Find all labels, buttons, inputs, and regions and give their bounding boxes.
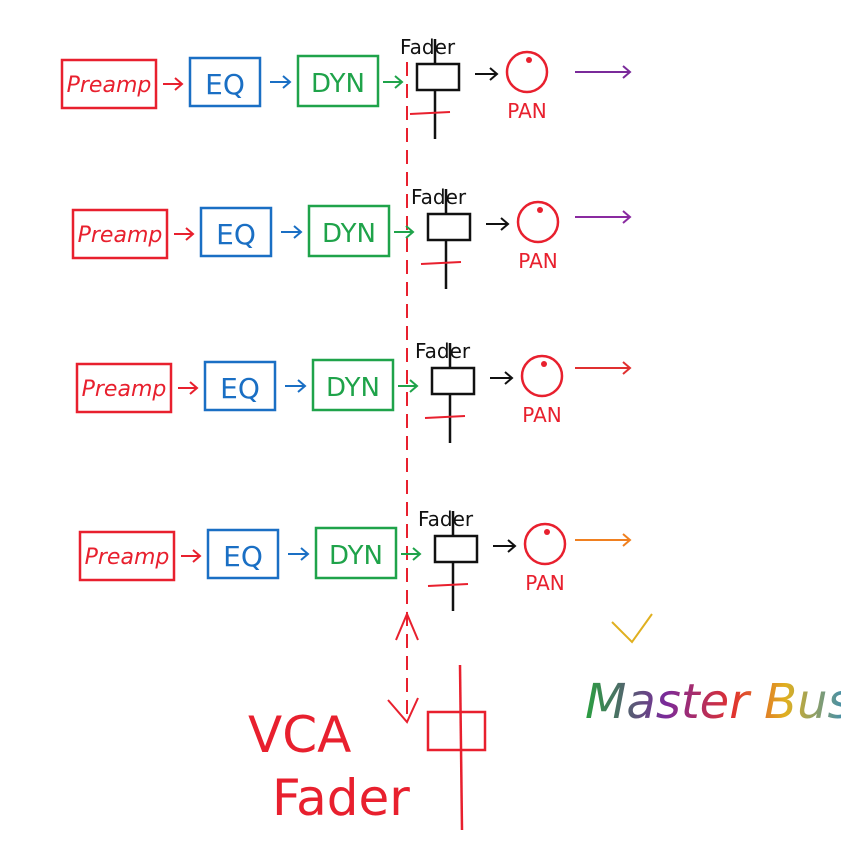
- preamp-block[interactable]: [75, 362, 173, 414]
- arrow-eq-to-dyn-head: [300, 547, 310, 561]
- arrow-to-master-bus-head: [622, 210, 632, 224]
- preamp-block[interactable]: [71, 208, 169, 260]
- dyn-block[interactable]: [311, 358, 395, 412]
- arrow-to-master-bus-head: [622, 65, 632, 79]
- master-bus-arrowhead: [611, 613, 653, 644]
- fader-unity-mark: [427, 583, 469, 587]
- preamp-block[interactable]: [60, 58, 158, 110]
- arrow-preamp-to-eq-head: [174, 77, 184, 91]
- vca-fader-cap[interactable]: [426, 710, 487, 752]
- arrow-fader-to-pan-head: [489, 67, 499, 81]
- pan-knob[interactable]: [516, 200, 560, 244]
- arrow-eq-to-dyn-head: [297, 379, 307, 393]
- preamp-label: Preamp: [85, 545, 170, 570]
- fader-unity-mark: [409, 111, 451, 115]
- pan-knob-indicator: [537, 207, 543, 213]
- eq-block[interactable]: [203, 360, 277, 412]
- pan-label: PAN: [507, 99, 546, 123]
- preamp-label: Preamp: [78, 223, 163, 248]
- preamp-label: Preamp: [67, 73, 152, 98]
- pan-label: PAN: [525, 571, 564, 595]
- arrow-dyn-to-fader-head: [394, 75, 404, 89]
- vca-label-line2: Fader: [272, 769, 410, 827]
- pan-knob-indicator: [526, 57, 532, 63]
- fader-unity-mark: [420, 261, 462, 265]
- pan-knob-indicator: [541, 361, 547, 367]
- fader-label: Fader: [415, 339, 471, 363]
- dyn-block[interactable]: [314, 526, 398, 580]
- pan-knob-indicator: [544, 529, 550, 535]
- fader-unity-mark: [424, 415, 466, 419]
- arrow-dyn-to-fader-head: [409, 379, 419, 393]
- eq-label: EQ: [205, 68, 245, 101]
- dyn-label: DYN: [311, 69, 365, 99]
- preamp-block[interactable]: [78, 530, 176, 582]
- arrow-fader-to-pan-head: [504, 371, 514, 385]
- vca-label-line1: VCA: [248, 706, 351, 764]
- arrow-dyn-to-fader-head: [412, 547, 422, 561]
- eq-label: EQ: [216, 218, 256, 251]
- vca-fader-track: [458, 664, 464, 831]
- eq-label: EQ: [220, 372, 260, 405]
- fader-label: Fader: [411, 185, 467, 209]
- dyn-label: DYN: [326, 373, 380, 403]
- fader-cap[interactable]: [415, 62, 461, 92]
- arrow-preamp-to-eq-head: [185, 227, 195, 241]
- fader-label: Fader: [418, 507, 474, 531]
- fader-cap[interactable]: [426, 212, 472, 242]
- pan-label: PAN: [518, 249, 557, 273]
- arrow-fader-to-pan-head: [500, 217, 510, 231]
- arrow-preamp-to-eq-head: [192, 549, 202, 563]
- pan-label: PAN: [522, 403, 561, 427]
- arrow-dyn-to-fader-head: [405, 225, 415, 239]
- arrow-eq-to-dyn-head: [282, 75, 292, 89]
- pan-knob[interactable]: [523, 522, 567, 566]
- eq-label: EQ: [223, 540, 263, 573]
- fader-label: Fader: [400, 35, 456, 59]
- vca-up-arrowhead: [395, 611, 419, 641]
- preamp-label: Preamp: [82, 377, 167, 402]
- dyn-label: DYN: [322, 219, 376, 249]
- dyn-block[interactable]: [307, 204, 391, 258]
- arrow-preamp-to-eq-head: [189, 381, 199, 395]
- eq-block[interactable]: [199, 206, 273, 258]
- master-bus-label: Master Bus: [585, 674, 841, 730]
- vca-down-arrowhead: [387, 697, 419, 724]
- dyn-label: DYN: [329, 541, 383, 571]
- arrow-fader-to-pan-head: [507, 539, 517, 553]
- arrow-to-master-bus-head: [622, 361, 632, 375]
- dyn-block[interactable]: [296, 54, 380, 108]
- fader-cap[interactable]: [433, 534, 479, 564]
- pan-knob[interactable]: [520, 354, 564, 398]
- eq-block[interactable]: [206, 528, 280, 580]
- fader-cap[interactable]: [430, 366, 476, 396]
- pan-knob[interactable]: [505, 50, 549, 94]
- arrow-to-master-bus-head: [622, 533, 632, 547]
- arrow-eq-to-dyn-head: [293, 225, 303, 239]
- eq-block[interactable]: [188, 56, 262, 108]
